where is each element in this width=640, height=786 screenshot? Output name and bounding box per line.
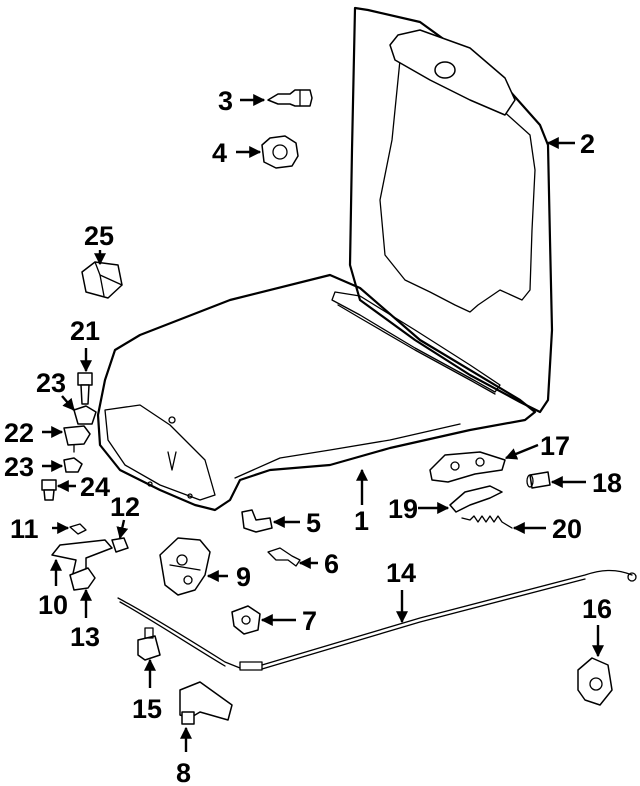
part-20-spring <box>461 515 513 529</box>
part-4-grommet <box>261 135 299 169</box>
part-7-lock <box>231 605 261 635</box>
callout-9: 9 <box>236 562 251 592</box>
callout-labels: 3 4 2 25 21 23 22 23 24 1 5 6 9 7 8 15 1… <box>4 86 622 786</box>
part-18-cap <box>526 471 551 489</box>
callout-6: 6 <box>324 549 339 579</box>
part-25-switch <box>81 261 123 299</box>
part-8-release <box>179 681 233 725</box>
part-17-hinge <box>429 451 506 483</box>
callout-5: 5 <box>306 508 321 538</box>
part-23-clip-lower <box>63 457 83 473</box>
callout-12: 12 <box>110 492 140 522</box>
part-16-latch-lock <box>577 657 613 706</box>
callout-18: 18 <box>592 468 622 498</box>
part-13-bracket <box>69 567 96 591</box>
callout-22: 22 <box>4 418 34 448</box>
callout-13: 13 <box>70 622 100 652</box>
callout-7: 7 <box>302 606 317 636</box>
part-24-bolt <box>41 479 57 501</box>
callout-4: 4 <box>212 138 227 168</box>
hood-assembly <box>96 6 554 512</box>
leader-arrows <box>42 94 604 752</box>
part-21-bolt <box>77 372 93 405</box>
part-6-spring <box>267 547 301 567</box>
part-3-fastener <box>267 89 313 107</box>
callout-24: 24 <box>80 472 110 502</box>
callout-11: 11 <box>10 514 39 544</box>
part-23-clip-upper <box>73 405 97 425</box>
callout-21: 21 <box>70 316 100 346</box>
callout-25: 25 <box>84 221 114 251</box>
callout-16: 16 <box>582 594 612 624</box>
callout-1: 1 <box>354 506 369 536</box>
part-22-bumper <box>63 425 91 453</box>
part-19-strap <box>449 485 503 513</box>
part-14-cable <box>117 569 637 671</box>
callout-14: 14 <box>386 558 416 588</box>
part-15-handle <box>137 627 161 661</box>
callout-2: 2 <box>580 129 595 159</box>
part-5-bracket <box>241 509 273 533</box>
callout-17: 17 <box>540 431 570 461</box>
callout-8: 8 <box>176 758 191 786</box>
part-12-clip <box>111 537 129 553</box>
callout-23-upper: 23 <box>36 368 66 398</box>
callout-10: 10 <box>38 590 68 620</box>
callout-20: 20 <box>552 514 582 544</box>
callout-23-lower: 23 <box>4 452 34 482</box>
part-9-hood-latch <box>159 537 211 596</box>
callout-19: 19 <box>388 494 418 524</box>
part-11-screw <box>69 523 87 535</box>
callout-3: 3 <box>218 86 233 116</box>
callout-15: 15 <box>132 694 162 724</box>
